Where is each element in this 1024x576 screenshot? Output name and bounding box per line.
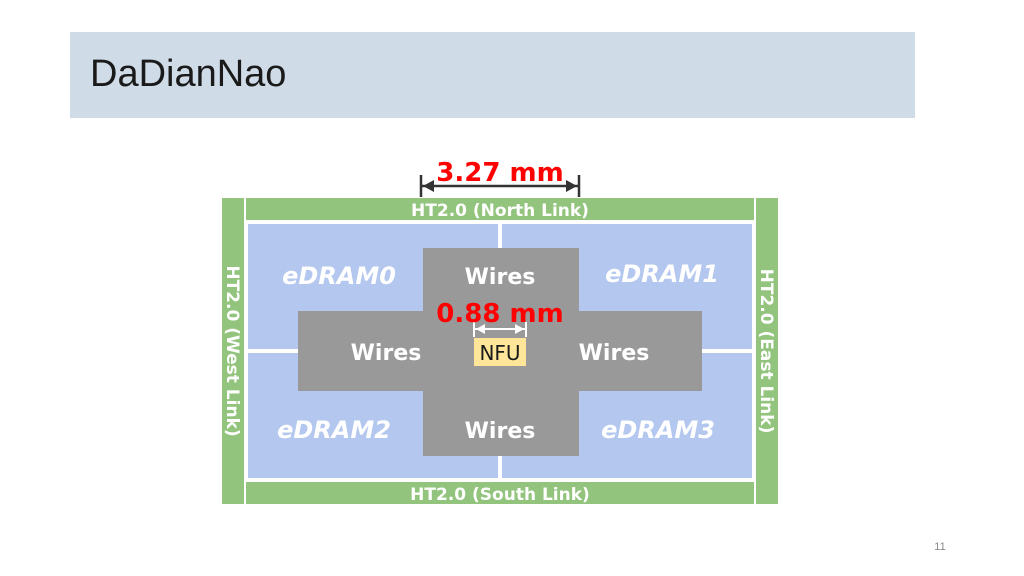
north-link-bar [246,198,754,220]
outer-dimension-label: 3.27 mm [436,158,563,188]
inner-dimension-label: 0.88 mm [436,299,563,329]
wires-top-label: Wires [465,265,536,290]
south-link-bar [246,482,754,504]
slide-number: 11 [934,541,946,553]
outer-dimension-arrow [419,175,581,197]
edram2-label: eDRAM2 [277,416,391,444]
west-link-bar [222,198,244,504]
inner-dimension-arrow [473,322,527,337]
south-link-label: HT2.0 (South Link) [410,485,590,505]
wires-left-label: Wires [351,341,422,366]
wires-right-label: Wires [579,341,650,366]
nfu-block [474,338,526,366]
wires-bottom-label: Wires [465,419,536,444]
east-link-bar [756,198,778,504]
edram0-label: eDRAM0 [282,262,396,290]
slide-title: DaDianNao [90,53,287,95]
edram3-label: eDRAM3 [601,416,715,444]
north-link-label: HT2.0 (North Link) [411,201,589,221]
nfu-label: NFU [479,341,520,365]
edram1-label: eDRAM1 [605,260,719,288]
east-link-label: HT2.0 (East Link) [756,269,776,434]
west-link-label: HT2.0 (West Link) [222,265,242,436]
title-bar: DaDianNao [70,32,915,118]
